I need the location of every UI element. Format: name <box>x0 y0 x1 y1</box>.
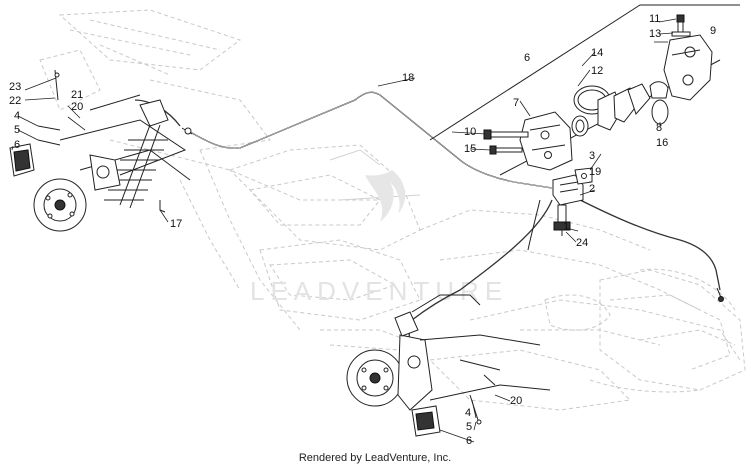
callout-22: 22 <box>9 95 21 107</box>
callout-6-exploded: 6 <box>524 52 530 64</box>
callout-labels: 1 2 3 4 4 5 5 6 6 6 7 8 9 10 11 12 13 14… <box>9 13 716 447</box>
callout-8: 8 <box>656 122 662 134</box>
callout-9: 9 <box>710 25 716 37</box>
callout-14: 14 <box>591 47 603 59</box>
callout-20-front-right: 20 <box>510 395 522 407</box>
front-right-suspension <box>346 294 551 437</box>
callout-6-front-right: 6 <box>466 435 472 447</box>
callout-19: 19 <box>589 166 601 178</box>
callout-4-front-left: 4 <box>14 110 20 122</box>
callout-13: 13 <box>649 28 661 40</box>
atv-frame-outline <box>39 9 746 411</box>
callout-12: 12 <box>591 65 603 77</box>
callout-5-front-left: 5 <box>14 124 20 136</box>
callout-15: 15 <box>464 143 476 155</box>
junction-block <box>527 167 593 251</box>
callout-18: 18 <box>402 72 414 84</box>
caliper-exploded <box>429 4 740 176</box>
callout-1: 1 <box>563 221 569 233</box>
brake-line-assembly <box>134 91 724 376</box>
callout-21: 21 <box>71 89 83 101</box>
front-left-suspension <box>9 69 191 232</box>
callout-20-front-left: 20 <box>71 101 83 113</box>
callout-23: 23 <box>9 81 21 93</box>
watermark-text: LEADVENTURE <box>250 276 508 306</box>
callout-5-front-right: 5 <box>466 421 472 433</box>
callout-16: 16 <box>656 137 668 149</box>
callout-3: 3 <box>589 150 595 162</box>
callout-2: 2 <box>589 183 595 195</box>
footer-credit: Rendered by LeadVenture, Inc. <box>298 452 452 464</box>
leader-lines <box>11 18 677 443</box>
callout-6-front-left: 6 <box>14 139 20 151</box>
callout-17: 17 <box>170 218 182 230</box>
callout-24: 24 <box>576 237 588 249</box>
callout-10: 10 <box>464 126 476 138</box>
callout-4-front-right: 4 <box>465 407 471 419</box>
watermark: LEADVENTURE <box>250 170 508 306</box>
callout-7: 7 <box>513 97 519 109</box>
callout-11: 11 <box>649 13 660 25</box>
